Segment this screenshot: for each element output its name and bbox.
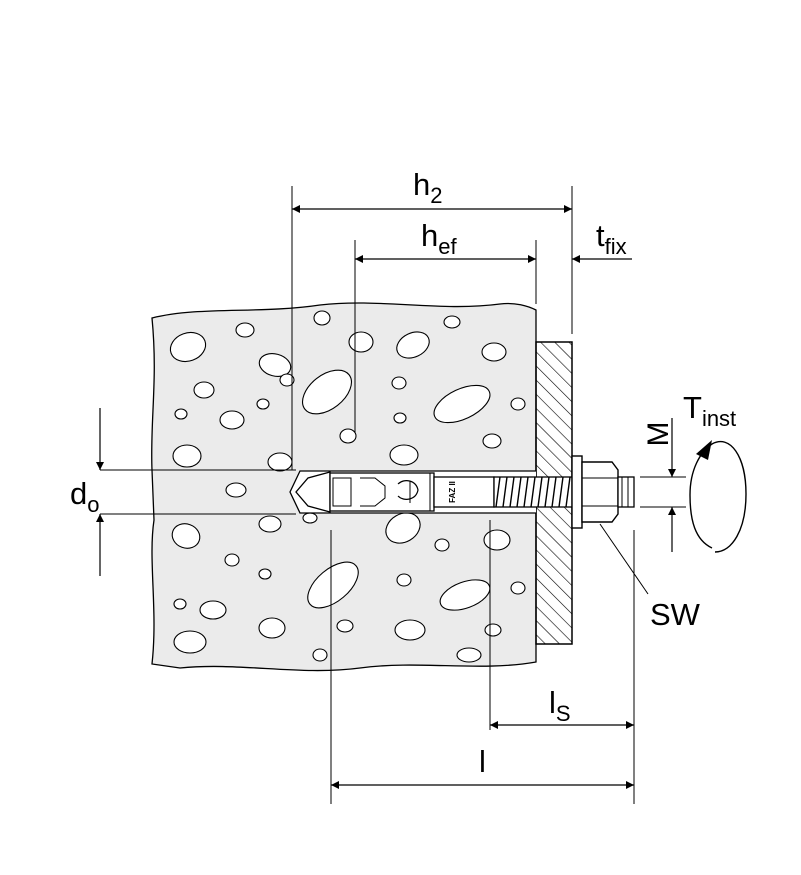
torque-rotation-arrow: [689, 440, 747, 553]
label-l: l: [479, 744, 486, 779]
anchor-marking: FAZ II: [448, 481, 457, 503]
dimension-lines: [96, 205, 676, 789]
label-do: do: [70, 476, 100, 517]
label-hef: hef: [421, 218, 457, 259]
label-tfix: tfix: [596, 218, 627, 259]
anchor-bolt: FAZ II: [295, 455, 635, 529]
label-sw: SW: [650, 597, 701, 632]
label-ls: lS: [549, 685, 571, 726]
concrete-aggregate: [169, 310, 526, 663]
label-tinst: Tinst: [683, 390, 736, 431]
label-m: M: [642, 422, 675, 447]
dimension-labels: h2 hef tfix Tinst M do SW lS l: [70, 167, 736, 779]
label-h2: h2: [413, 167, 443, 208]
